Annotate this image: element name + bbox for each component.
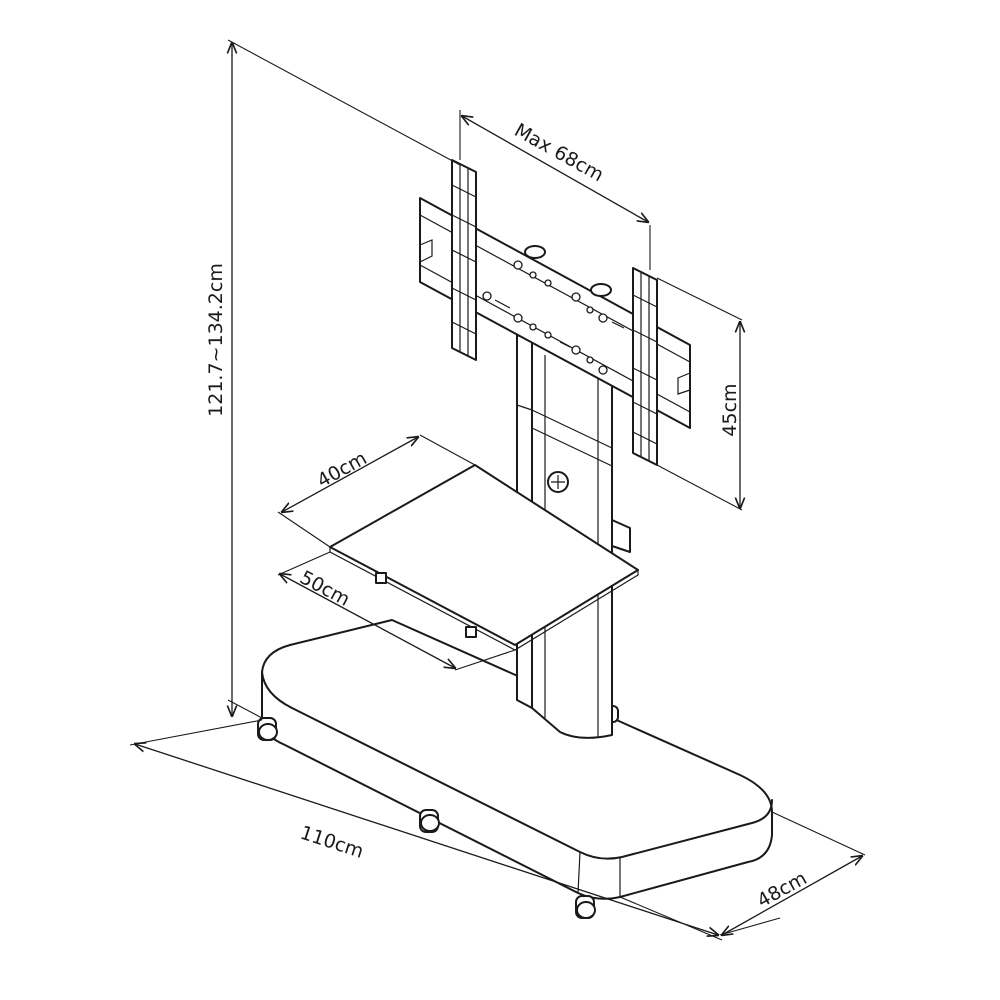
caster-front — [575, 895, 596, 919]
caster-middle — [419, 809, 440, 833]
max-width-dimension — [460, 110, 650, 270]
mount-holes — [482, 260, 625, 375]
base-depth-label: 48cm — [754, 867, 811, 912]
shelf-depth-label: 50cm — [296, 567, 353, 611]
caster-left — [257, 717, 278, 741]
shelf-width-label: 40cm — [314, 447, 371, 492]
shelf-width-dimension — [277, 434, 476, 548]
height-dimension — [228, 39, 461, 719]
base-length-label: 110cm — [297, 822, 366, 863]
vesa-height-label: 45cm — [719, 383, 741, 436]
vesa-mount — [419, 159, 691, 466]
base-depth-dimension — [619, 811, 866, 941]
height-knob-icon — [547, 471, 569, 493]
vesa-height-dimension — [656, 277, 742, 511]
height-label: 121.7~134.2cm — [205, 263, 227, 417]
shelf-depth-dimension — [278, 551, 516, 671]
max-width-label: Max 68cm — [511, 119, 608, 186]
